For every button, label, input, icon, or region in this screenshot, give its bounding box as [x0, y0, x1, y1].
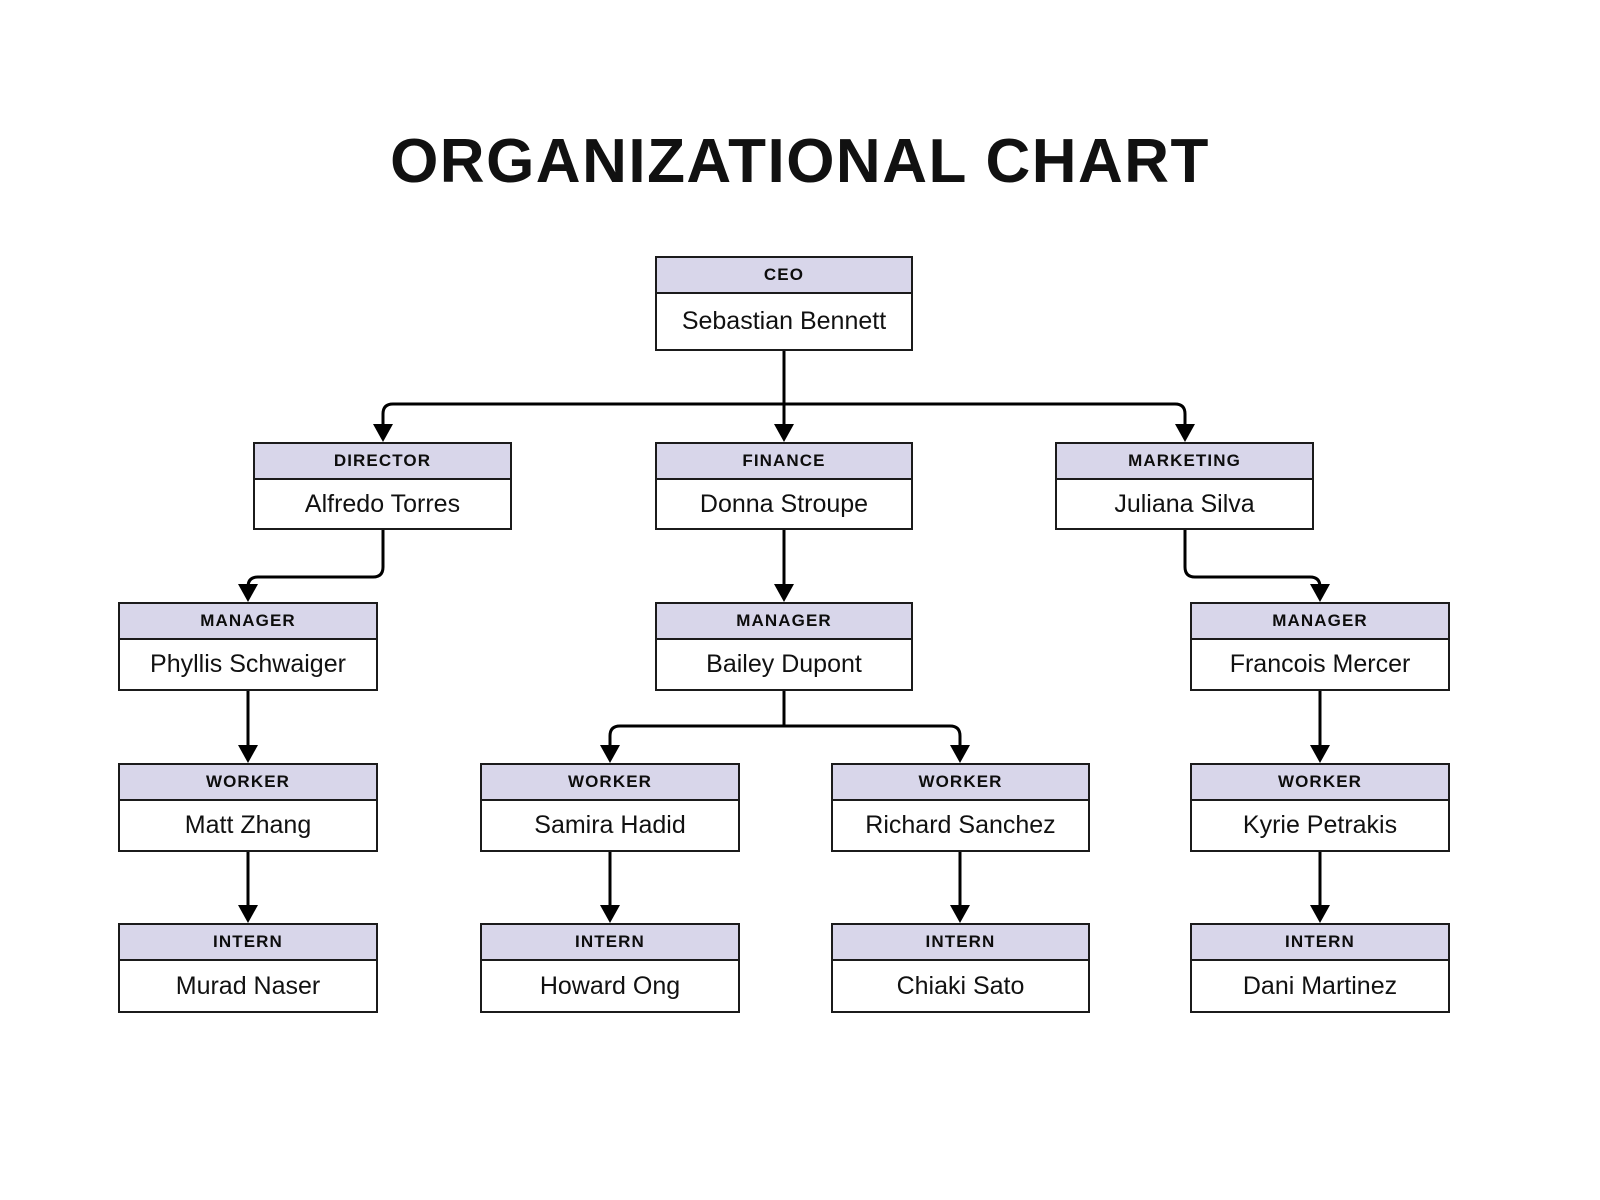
node-person-name: Alfredo Torres	[255, 480, 510, 528]
node-role-label: INTERN	[120, 925, 376, 961]
page-title: ORGANIZATIONAL CHART	[390, 127, 1210, 196]
arrowhead-manager3	[1310, 584, 1330, 602]
node-ceo[interactable]: CEO Sebastian Bennett	[655, 256, 913, 351]
node-person-name: Chiaki Sato	[833, 961, 1088, 1011]
node-role-label: CEO	[657, 258, 911, 294]
node-person-name: Bailey Dupont	[657, 640, 911, 689]
arrowhead-manager1	[238, 584, 258, 602]
node-manager2[interactable]: MANAGER Bailey Dupont	[655, 602, 913, 691]
node-intern2[interactable]: INTERN Howard Ong	[480, 923, 740, 1013]
node-role-label: WORKER	[482, 765, 738, 801]
node-role-label: MARKETING	[1057, 444, 1312, 480]
node-person-name: Samira Hadid	[482, 801, 738, 850]
node-person-name: Donna Stroupe	[657, 480, 911, 528]
arrowhead-marketing	[1175, 424, 1195, 442]
arrowhead-intern3	[950, 905, 970, 923]
node-manager3[interactable]: MANAGER Francois Mercer	[1190, 602, 1450, 691]
node-person-name: Murad Naser	[120, 961, 376, 1011]
node-role-label: INTERN	[1192, 925, 1448, 961]
node-worker1[interactable]: WORKER Matt Zhang	[118, 763, 378, 852]
connector-worker1-to-intern1	[238, 852, 258, 923]
connector-manager1-to-worker1	[238, 691, 258, 763]
node-worker4[interactable]: WORKER Kyrie Petrakis	[1190, 763, 1450, 852]
connector-marketing-to-manager3	[1183, 530, 1330, 602]
node-intern1[interactable]: INTERN Murad Naser	[118, 923, 378, 1013]
node-intern3[interactable]: INTERN Chiaki Sato	[831, 923, 1090, 1013]
node-worker2[interactable]: WORKER Samira Hadid	[480, 763, 740, 852]
node-person-name: Sebastian Bennett	[657, 294, 911, 349]
node-role-label: DIRECTOR	[255, 444, 510, 480]
connector-manager2-to-workers	[600, 691, 970, 763]
node-person-name: Francois Mercer	[1192, 640, 1448, 689]
node-role-label: MANAGER	[120, 604, 376, 640]
node-person-name: Howard Ong	[482, 961, 738, 1011]
node-role-label: MANAGER	[1192, 604, 1448, 640]
node-person-name: Dani Martinez	[1192, 961, 1448, 1011]
arrowhead-worker1	[238, 745, 258, 763]
connector-finance-to-manager2	[774, 530, 794, 602]
node-role-label: WORKER	[1192, 765, 1448, 801]
arrowhead-worker2	[600, 745, 620, 763]
connector-director-to-manager1	[238, 530, 385, 602]
arrowhead-intern1	[238, 905, 258, 923]
node-marketing[interactable]: MARKETING Juliana Silva	[1055, 442, 1314, 530]
node-worker3[interactable]: WORKER Richard Sanchez	[831, 763, 1090, 852]
node-person-name: Richard Sanchez	[833, 801, 1088, 850]
node-person-name: Juliana Silva	[1057, 480, 1312, 528]
arrowhead-director	[373, 424, 393, 442]
node-manager1[interactable]: MANAGER Phyllis Schwaiger	[118, 602, 378, 691]
arrowhead-intern2	[600, 905, 620, 923]
node-director[interactable]: DIRECTOR Alfredo Torres	[253, 442, 512, 530]
connector-worker4-to-intern4	[1310, 852, 1330, 923]
node-role-label: FINANCE	[657, 444, 911, 480]
node-person-name: Phyllis Schwaiger	[120, 640, 376, 689]
node-role-label: INTERN	[833, 925, 1088, 961]
arrowhead-intern4	[1310, 905, 1330, 923]
arrowhead-manager2	[774, 584, 794, 602]
node-role-label: INTERN	[482, 925, 738, 961]
arrowhead-finance	[774, 424, 794, 442]
arrowhead-worker3	[950, 745, 970, 763]
node-person-name: Matt Zhang	[120, 801, 376, 850]
node-role-label: WORKER	[120, 765, 376, 801]
arrowhead-worker4	[1310, 745, 1330, 763]
node-role-label: WORKER	[833, 765, 1088, 801]
node-intern4[interactable]: INTERN Dani Martinez	[1190, 923, 1450, 1013]
connector-ceo-to-departments	[373, 351, 1195, 442]
connector-manager3-to-worker4	[1310, 691, 1330, 763]
node-role-label: MANAGER	[657, 604, 911, 640]
connector-worker2-to-intern2	[600, 852, 620, 923]
connector-worker3-to-intern3	[950, 852, 970, 923]
node-person-name: Kyrie Petrakis	[1192, 801, 1448, 850]
node-finance[interactable]: FINANCE Donna Stroupe	[655, 442, 913, 530]
